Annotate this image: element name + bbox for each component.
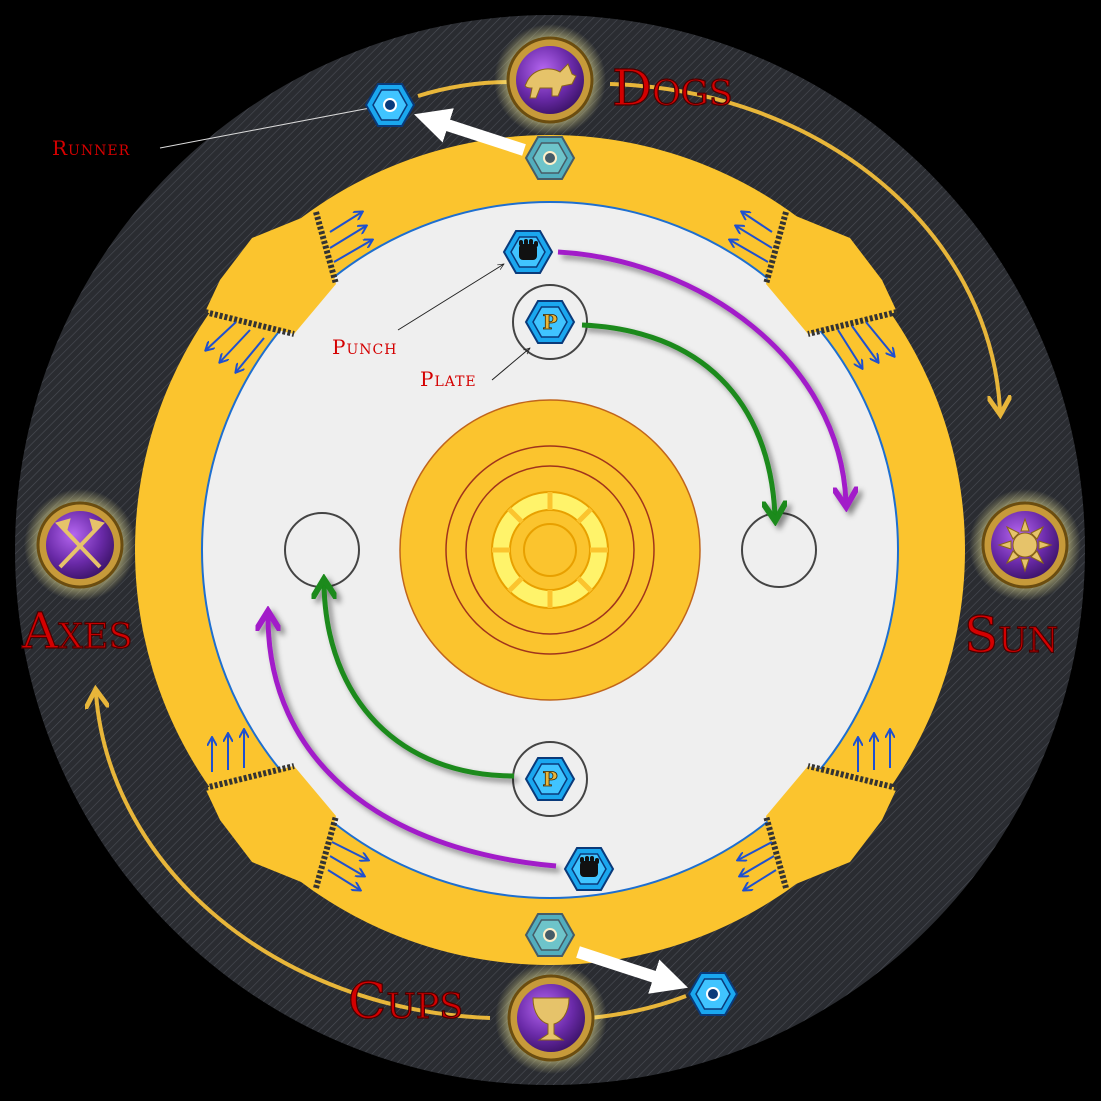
runner-move-arrow-top bbox=[414, 108, 526, 156]
runner-move-arrow-bottom bbox=[576, 946, 688, 994]
plate-token-bottom[interactable]: P bbox=[525, 757, 575, 801]
plate-letter: P bbox=[542, 310, 557, 334]
plate-leader bbox=[491, 348, 530, 381]
plate-letter: P bbox=[542, 767, 557, 791]
punch-token-top[interactable] bbox=[503, 230, 553, 274]
eye-icon bbox=[543, 151, 557, 165]
central-pit bbox=[399, 399, 701, 701]
callout-punch: Punch bbox=[332, 335, 397, 359]
bay-top-left bbox=[204, 211, 339, 337]
bay-bottom-left bbox=[204, 763, 339, 889]
callout-plate: Plate bbox=[420, 367, 477, 391]
house-label-sun: Sun bbox=[964, 606, 1058, 664]
rotation-arrow-left bbox=[96, 694, 491, 1020]
rotation-arrow-right bbox=[609, 82, 1000, 410]
bay-top-right bbox=[763, 211, 898, 337]
house-label-axes: Axes bbox=[21, 602, 133, 660]
punch-token-bottom[interactable] bbox=[564, 847, 614, 891]
plate-path-bottom bbox=[324, 584, 515, 779]
plate-ring-bottom bbox=[512, 741, 588, 817]
runner-token-top[interactable] bbox=[365, 83, 415, 127]
plate-ring-top bbox=[512, 284, 588, 360]
house-label-dogs: Dogs bbox=[612, 59, 733, 117]
plate-token-top[interactable]: P bbox=[525, 300, 575, 344]
punch-path-top bbox=[557, 249, 846, 502]
house-axes[interactable] bbox=[24, 489, 136, 601]
eye-icon bbox=[543, 928, 557, 942]
plate-path-top bbox=[581, 322, 775, 516]
house-sun[interactable] bbox=[969, 489, 1081, 601]
eye-icon bbox=[383, 98, 397, 112]
house-dogs[interactable] bbox=[494, 24, 606, 136]
bay-arrows bbox=[206, 212, 894, 890]
fist-icon bbox=[580, 856, 599, 877]
runner-start-top[interactable] bbox=[525, 136, 575, 180]
house-label-cups: Cups bbox=[348, 972, 463, 1030]
punch-leader bbox=[397, 264, 504, 331]
sun-icon bbox=[997, 517, 1053, 573]
callout-runner: Runner bbox=[52, 136, 130, 160]
house-cups[interactable] bbox=[495, 962, 607, 1074]
runner-leader bbox=[159, 107, 371, 149]
runner-start-bottom[interactable] bbox=[525, 913, 575, 957]
fist-icon bbox=[519, 239, 538, 260]
runner-token-bottom[interactable] bbox=[688, 972, 738, 1016]
chalice-icon bbox=[532, 997, 570, 1041]
eye-icon bbox=[706, 987, 720, 1001]
dog-icon bbox=[524, 63, 577, 99]
bay-bottom-right bbox=[763, 763, 898, 889]
crossed-axes-icon bbox=[55, 518, 105, 569]
punch-path-bottom bbox=[268, 616, 557, 869]
